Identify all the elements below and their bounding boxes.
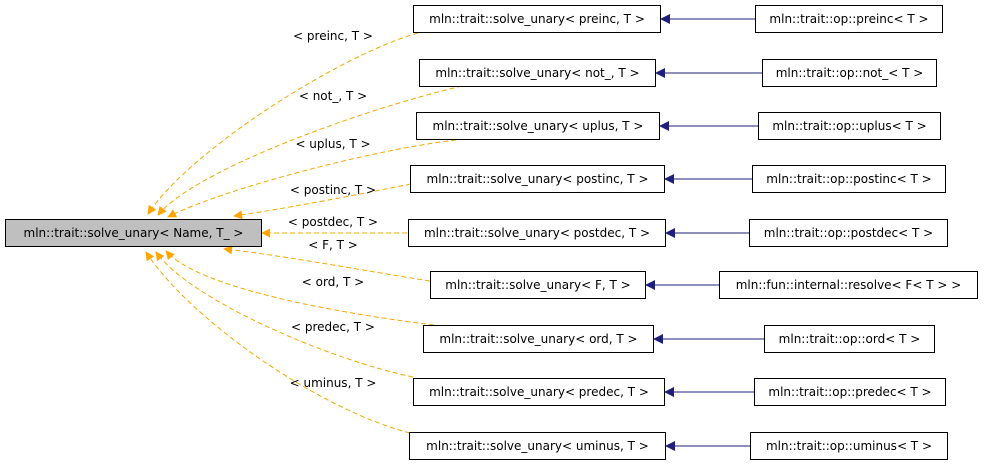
derived-label: mln::trait::op::predec< T >	[768, 385, 932, 399]
edge-label-preinc: < preinc, T >	[293, 29, 373, 43]
inherit-edge-f	[223, 245, 431, 282]
derived-node-not[interactable]: mln::trait::op::not_< T >	[762, 59, 937, 87]
derived-label: mln::trait::op::postdec< T >	[763, 226, 934, 240]
specialization-node-uplus[interactable]: mln::trait::solve_unary< uplus, T >	[416, 112, 660, 140]
derived-node-postinc[interactable]: mln::trait::op::postinc< T >	[752, 165, 946, 193]
derived-label: mln::trait::op::uminus< T >	[765, 439, 933, 453]
edge-label-uplus: < uplus, T >	[295, 137, 371, 151]
specialization-node-not[interactable]: mln::trait::solve_unary< not_, T >	[419, 59, 656, 87]
specialization-label: mln::trait::solve_unary< uminus, T >	[426, 439, 649, 453]
derived-label: mln::trait::op::preinc< T >	[769, 12, 929, 26]
derived-label: mln::fun::internal::resolve< F< T > >	[735, 278, 962, 292]
derived-node-ord[interactable]: mln::trait::op::ord< T >	[764, 325, 935, 353]
derived-label: mln::trait::op::postinc< T >	[766, 172, 932, 186]
derived-label: mln::trait::op::ord< T >	[778, 332, 921, 346]
edge-label-postinc: < postinc, T >	[289, 183, 377, 197]
derived-node-f[interactable]: mln::fun::internal::resolve< F< T > >	[719, 271, 978, 299]
specialization-node-f[interactable]: mln::trait::solve_unary< F, T >	[430, 271, 646, 299]
inherit-edge-predec	[155, 251, 414, 378]
derived-node-postdec[interactable]: mln::trait::op::postdec< T >	[749, 219, 948, 247]
specialization-node-preinc[interactable]: mln::trait::solve_unary< preinc, T >	[413, 5, 661, 33]
specialization-label: mln::trait::solve_unary< preinc, T >	[429, 12, 645, 26]
edge-label-predec: < predec, T >	[291, 320, 375, 334]
derived-node-predec[interactable]: mln::trait::op::predec< T >	[754, 378, 946, 406]
specialization-node-uminus[interactable]: mln::trait::solve_unary< uminus, T >	[409, 432, 666, 460]
derived-node-uplus[interactable]: mln::trait::op::uplus< T >	[758, 112, 941, 140]
specialization-label: mln::trait::solve_unary< uplus, T >	[432, 119, 644, 133]
inherit-edge-uplus	[167, 139, 457, 218]
specialization-node-predec[interactable]: mln::trait::solve_unary< predec, T >	[413, 378, 665, 406]
inherit-edge-postinc	[233, 183, 412, 220]
specialization-label: mln::trait::solve_unary< ord, T >	[439, 332, 638, 346]
specialization-node-postinc[interactable]: mln::trait::solve_unary< postinc, T >	[410, 165, 665, 193]
derived-label: mln::trait::op::not_< T >	[775, 66, 924, 80]
specialization-label: mln::trait::solve_unary< predec, T >	[429, 385, 649, 399]
edge-label-f: < F, T >	[308, 238, 358, 252]
specialization-node-postdec[interactable]: mln::trait::solve_unary< postdec, T >	[408, 219, 666, 247]
inherit-edge-ord	[165, 250, 443, 327]
inherit-edge-not	[157, 85, 463, 216]
edge-label-postdec: < postdec, T >	[287, 215, 379, 229]
specialization-node-ord[interactable]: mln::trait::solve_unary< ord, T >	[423, 325, 654, 353]
edge-label-uminus: < uminus, T >	[289, 376, 377, 390]
specialization-label: mln::trait::solve_unary< not_, T >	[435, 66, 640, 80]
root-class-node[interactable]: mln::trait::solve_unary< Name, T_ >	[5, 219, 262, 247]
edge-label-not: < not_, T >	[298, 89, 368, 103]
specialization-label: mln::trait::solve_unary< postinc, T >	[426, 172, 649, 186]
inherit-edge-preinc	[147, 32, 419, 215]
derived-node-preinc[interactable]: mln::trait::op::preinc< T >	[755, 5, 943, 33]
edge-label-ord: < ord, T >	[301, 275, 365, 289]
root-class-label: mln::trait::solve_unary< Name, T_ >	[23, 226, 244, 240]
specialization-label: mln::trait::solve_unary< postdec, T >	[423, 226, 651, 240]
derived-node-uminus[interactable]: mln::trait::op::uminus< T >	[750, 432, 948, 460]
derived-label: mln::trait::op::uplus< T >	[772, 119, 927, 133]
inherit-edge-uminus	[145, 251, 411, 434]
specialization-label: mln::trait::solve_unary< F, T >	[445, 278, 631, 292]
